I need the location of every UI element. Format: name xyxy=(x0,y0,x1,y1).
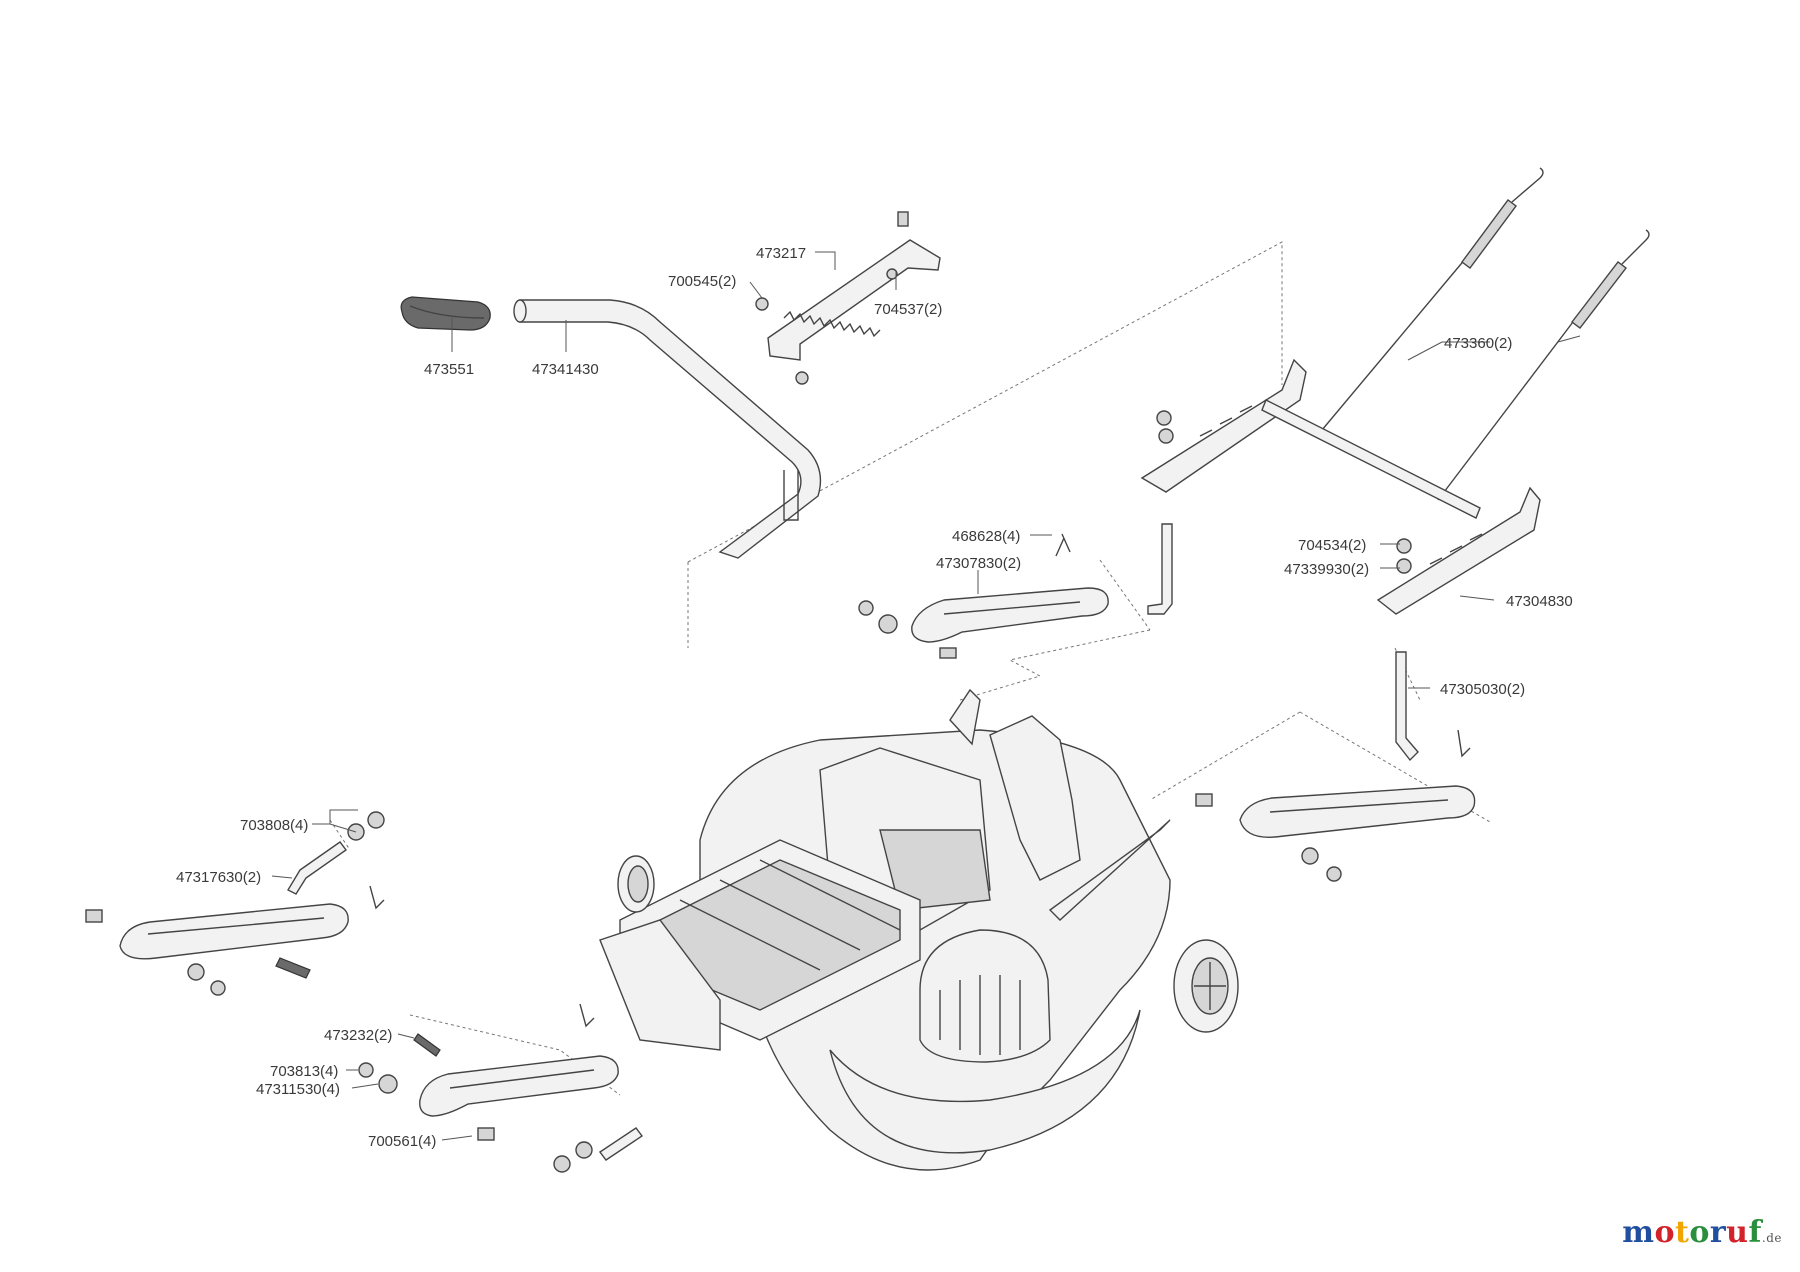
label-473232: 473232(2) xyxy=(324,1027,392,1044)
brand-letter: o xyxy=(1689,1215,1710,1250)
label-47317630: 47317630(2) xyxy=(176,869,261,886)
deck-hanger-lower-part xyxy=(358,1003,644,1173)
motoruf-logo: motoruf.de xyxy=(1622,1215,1782,1250)
label-468628: 468628(4) xyxy=(952,528,1020,545)
label-47311530: 47311530(4) xyxy=(256,1081,340,1098)
label-473217: 473217 xyxy=(756,245,806,262)
deck-hanger-left-part xyxy=(85,885,385,996)
deck-hanger-upper-part xyxy=(858,533,1109,659)
brand-letter: f xyxy=(1748,1215,1762,1250)
label-700545: 700545(2) xyxy=(668,273,736,290)
brand-letter: m xyxy=(1622,1215,1655,1250)
label-704537: 704537(2) xyxy=(874,301,942,318)
deck-wheel-right xyxy=(1173,939,1239,1033)
label-703808: 703808(4) xyxy=(240,817,308,834)
part-number-labels: 473551 47341430 473217 700545(2) 704537(… xyxy=(176,245,1573,1150)
height-adjust-frame-part xyxy=(1140,358,1541,615)
brand-letter: o xyxy=(1654,1215,1675,1250)
height-lever-tube-part xyxy=(513,299,822,559)
brand-wordmark: motoruf xyxy=(1622,1215,1762,1250)
pivot-rod-left-part xyxy=(287,811,385,895)
label-704534: 704534(2) xyxy=(1298,537,1366,554)
callout-leader-lines xyxy=(271,251,1581,1141)
label-47304830: 47304830 xyxy=(1506,593,1573,610)
label-473360: 473360(2) xyxy=(1444,335,1512,352)
brand-tld: .de xyxy=(1761,1231,1782,1245)
notched-sector-plate-part xyxy=(755,211,941,385)
handle-grip-part xyxy=(400,296,491,331)
deck-wheel-left xyxy=(617,855,655,913)
lift-rods-part xyxy=(1147,523,1419,762)
brand-letter: u xyxy=(1726,1215,1749,1250)
mower-deck-housing xyxy=(699,688,1171,1171)
brand-letter: t xyxy=(1674,1215,1690,1250)
label-473551: 473551 xyxy=(424,361,474,378)
label-47307830: 47307830(2) xyxy=(936,555,1021,572)
label-703813: 703813(4) xyxy=(270,1063,338,1080)
label-47305030: 47305030(2) xyxy=(1440,681,1525,698)
tension-springs-part xyxy=(1321,167,1650,501)
label-47339930: 47339930(2) xyxy=(1284,561,1369,578)
label-47341430: 47341430 xyxy=(532,361,599,378)
brand-letter: r xyxy=(1709,1215,1727,1250)
discharge-chute xyxy=(599,839,921,1051)
deck-hanger-right-part xyxy=(1195,729,1476,882)
label-700561: 700561(4) xyxy=(368,1133,436,1150)
